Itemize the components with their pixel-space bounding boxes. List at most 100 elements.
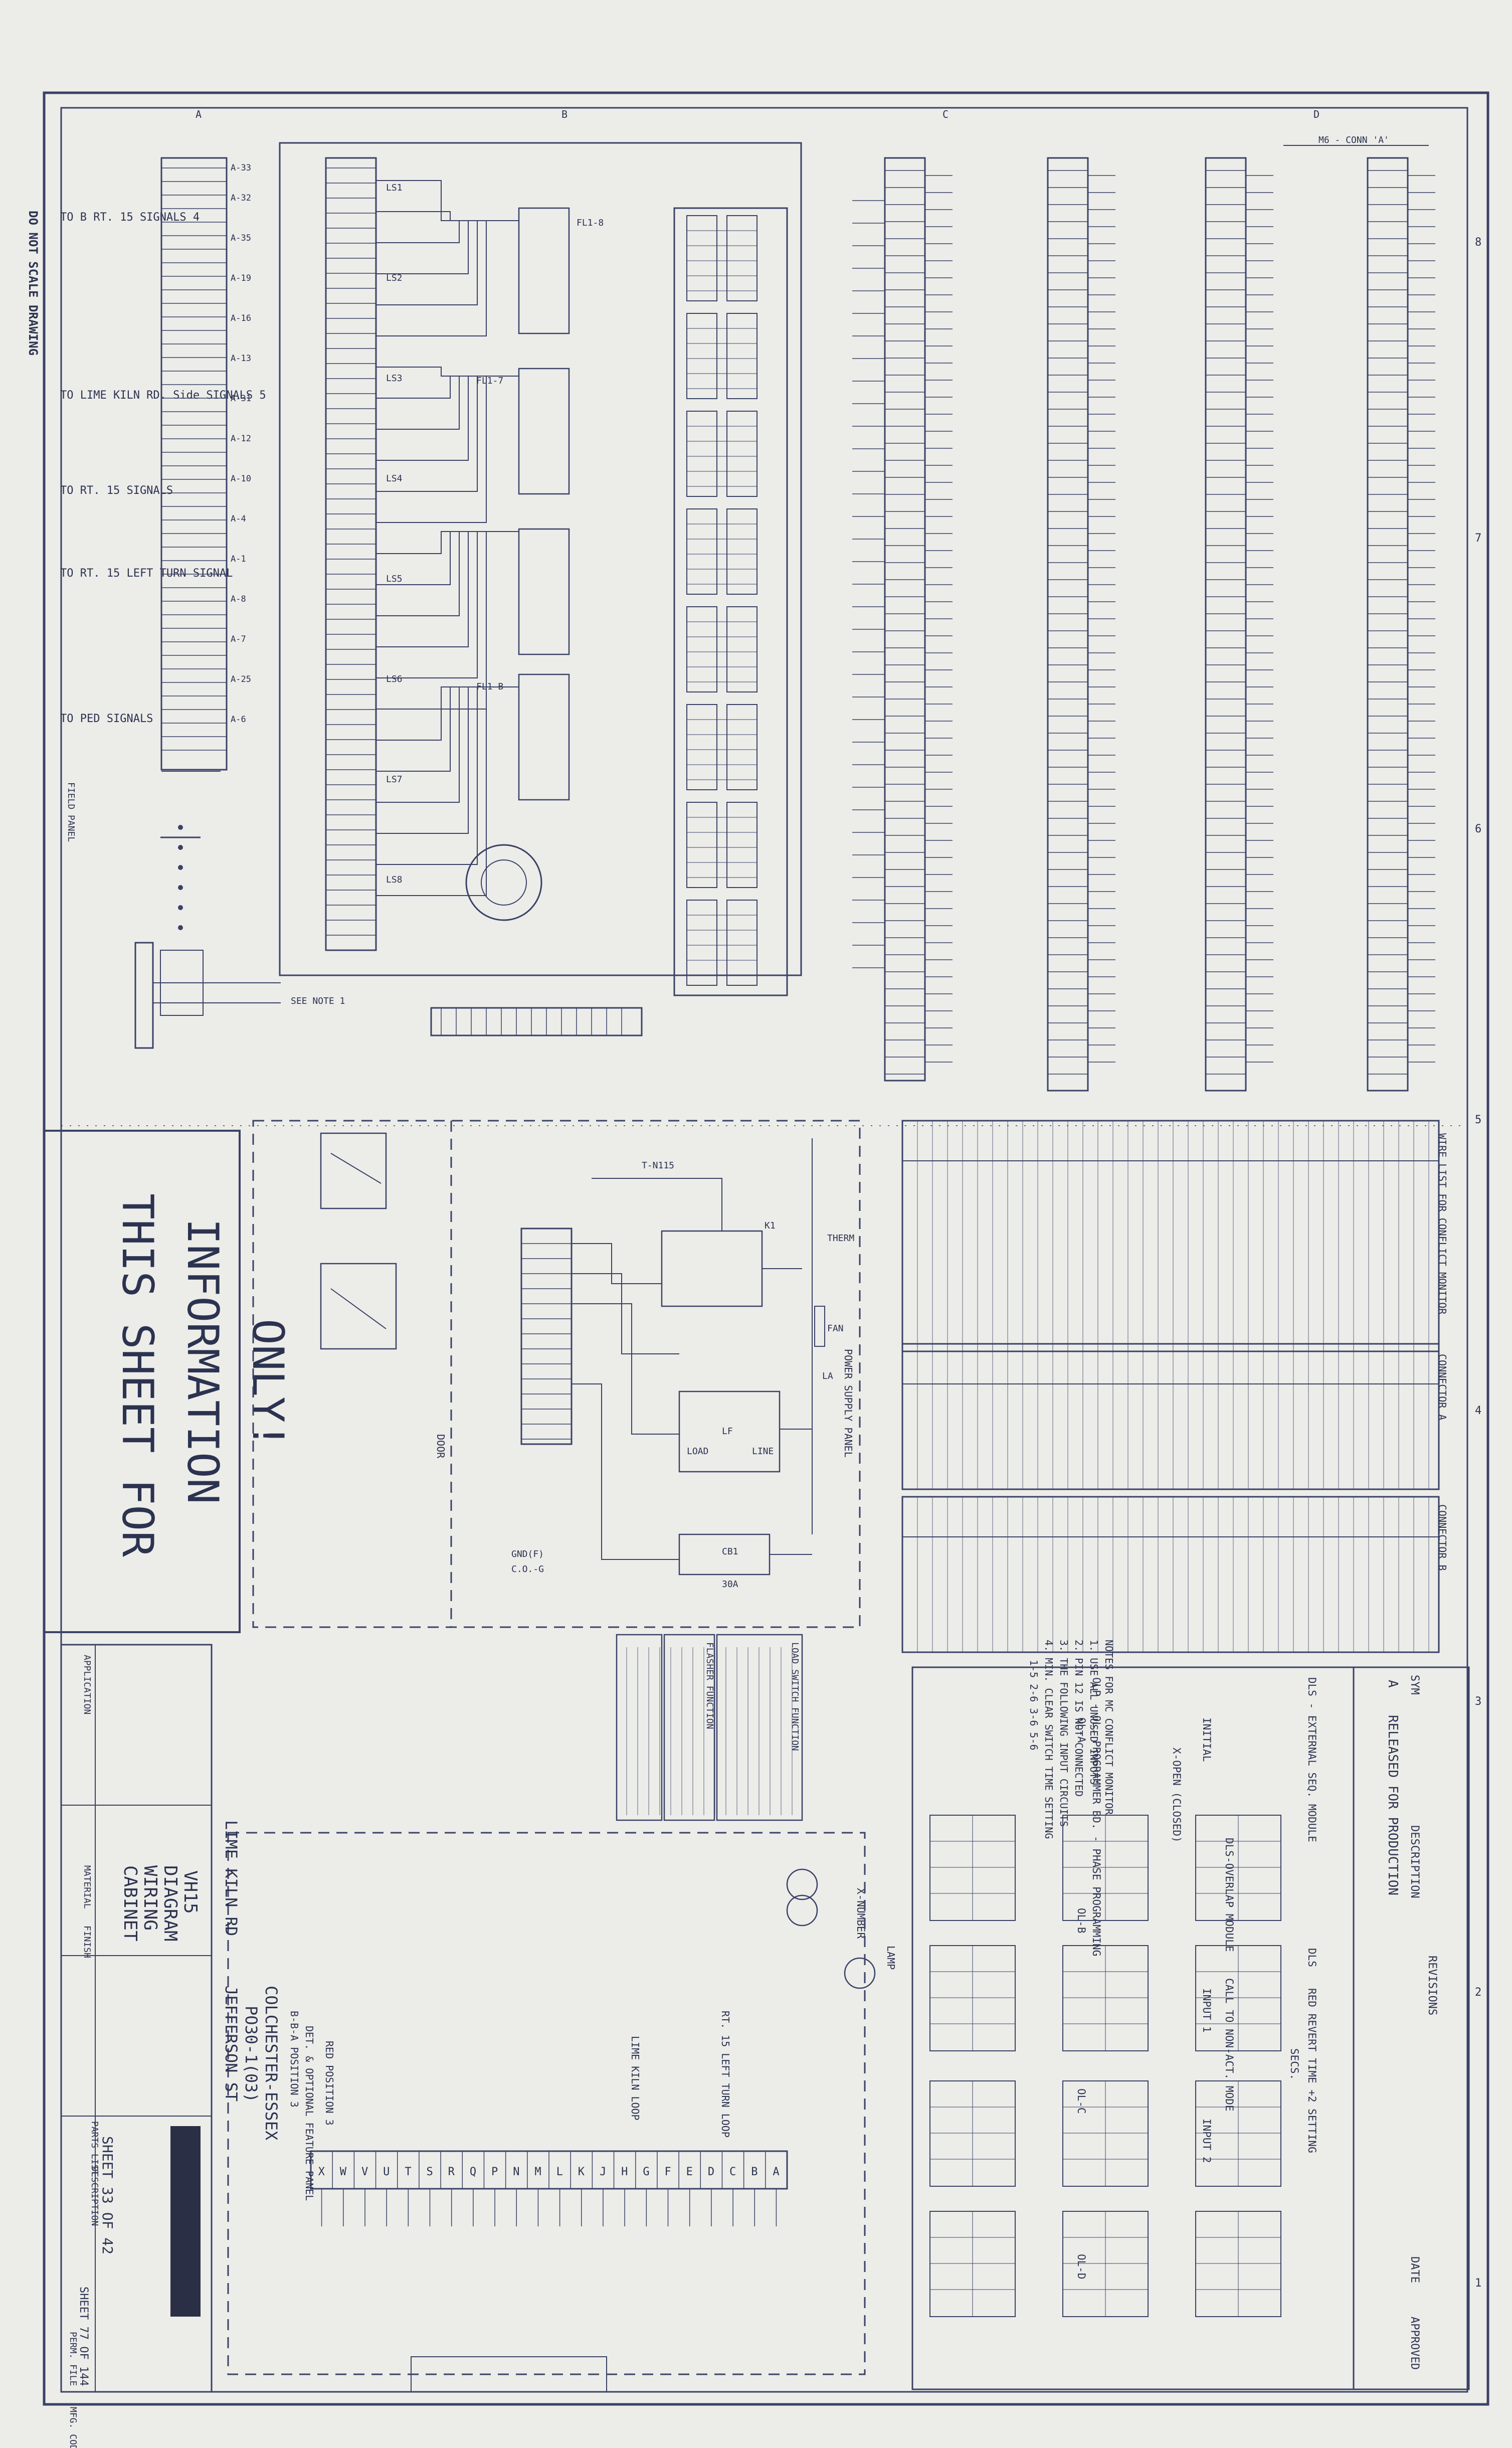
terminal-ref: A-33 bbox=[231, 163, 251, 173]
terminal-strip-cd-rows bbox=[885, 170, 1435, 1075]
ps-label: C.O.-G bbox=[511, 1564, 544, 1575]
ps-label: CB1 bbox=[722, 1546, 738, 1557]
terminal-letter: Q bbox=[470, 2166, 476, 2178]
terminal-ref: A-25 bbox=[231, 674, 251, 684]
revision-desc: RELEASED FOR PRODUCTION bbox=[1385, 1715, 1400, 1895]
terminal-refs-a: A-33 A-32 A-35 A-19 A-16 A-13 A-31 A-12 … bbox=[231, 163, 251, 725]
terminal-ref: A-35 bbox=[231, 233, 251, 243]
door-switch-1 bbox=[320, 1132, 387, 1209]
route-label: B-B-A POSITION 3 bbox=[288, 2011, 300, 2108]
note-line: 2. PIN 12 IS NOT CONNECTED bbox=[1073, 1640, 1085, 1797]
column-c-terminal-rows bbox=[852, 200, 885, 968]
dls-overlap: DLS-OVERLAP MODULE bbox=[1223, 1838, 1235, 1952]
zone-number-4: 4 bbox=[1475, 1405, 1481, 1417]
terminal-letter: L bbox=[556, 2166, 563, 2178]
conn-a-label: M6 - CONN 'A' bbox=[1318, 135, 1389, 145]
load-switch-socket bbox=[726, 411, 758, 497]
inner-border bbox=[60, 107, 1468, 2393]
frame-bottom-strip bbox=[430, 1007, 643, 1036]
load-switch-bay bbox=[673, 207, 788, 996]
tb-perm-file: PERM. FILE bbox=[68, 2332, 78, 2386]
zone-letter-c: C bbox=[942, 108, 949, 120]
harness-wires bbox=[376, 180, 519, 896]
stamp-box bbox=[411, 2356, 607, 2392]
signal-label-left-turn: TO RT. 15 LEFT TURN SIGNAL bbox=[60, 567, 233, 580]
zone-number-8: 8 bbox=[1475, 236, 1481, 249]
ls-code: LS5 bbox=[386, 574, 403, 584]
route-label: LIME KILN LOOP bbox=[629, 2036, 641, 2121]
tb-application: APPLICATION bbox=[82, 1655, 92, 1714]
terminal-letter: G bbox=[643, 2166, 649, 2178]
dls-x-number: X-NUMBER bbox=[855, 1888, 867, 1939]
flasher-relay-4 bbox=[518, 673, 570, 801]
ps-label: T-N115 bbox=[642, 1160, 674, 1171]
ground-bus bbox=[160, 825, 201, 930]
terminal-letter: X bbox=[318, 2166, 325, 2178]
field-panel-label: FIELD PANEL bbox=[66, 782, 76, 842]
dls-call-to-nonact: CALL TO NON-ACT. MODE bbox=[1223, 1978, 1235, 2112]
zone-number-1: 1 bbox=[1475, 2277, 1481, 2290]
info-notice-line-2: INFORMATION bbox=[177, 1218, 228, 1504]
zone-letter-b: B bbox=[561, 108, 568, 120]
ps-label: LOAD bbox=[687, 1446, 708, 1457]
tb-title-line: DIAGRAM bbox=[160, 1865, 180, 1942]
terminal-ref: A-1 bbox=[231, 554, 246, 564]
terminal-letter: F bbox=[665, 2166, 671, 2178]
zone-letter-a: A bbox=[196, 108, 202, 120]
flasher-relay-1 bbox=[518, 207, 570, 334]
terminal-letter: C bbox=[729, 2166, 736, 2178]
revisions-title: REVISIONS bbox=[1426, 1956, 1438, 2015]
route-label: RT. 15 LEFT TURN LOOP bbox=[719, 2011, 731, 2138]
title-block-location: COLCHESTER-ESSEX PO30-1(03) LIME KILN RD… bbox=[222, 1820, 281, 2140]
title-block-dark-bar bbox=[170, 2126, 201, 2317]
load-switch-socket bbox=[686, 900, 717, 986]
tb-description: DESCRIPTION bbox=[89, 2166, 100, 2226]
note-line: 1. USE ALL UNUSED INPUTS bbox=[1088, 1640, 1100, 1785]
zone-numbers: 8 7 6 5 4 3 2 1 bbox=[1475, 236, 1481, 2290]
signal-label-rt15-2: TO RT. 15 SIGNALS bbox=[60, 484, 173, 497]
tb-finish: FINISH bbox=[82, 1926, 92, 1958]
load-switch-socket bbox=[686, 313, 717, 399]
frame-bottom-terminals bbox=[441, 1008, 622, 1035]
revision-sym: A bbox=[1385, 1680, 1400, 1688]
terminal-letter: J bbox=[600, 2166, 606, 2178]
revisions-block bbox=[1353, 1666, 1470, 2390]
signal-label-lime-kiln: TO LIME KILN RD. Side SIGNALS 5 bbox=[60, 389, 266, 402]
terminal-letter: S bbox=[427, 2166, 433, 2178]
dip-switch-grids bbox=[929, 1815, 1281, 2317]
ls-code: LS2 bbox=[386, 273, 403, 283]
see-note-label: SEE NOTE 1 bbox=[291, 996, 345, 1006]
door-terminal-strip bbox=[520, 1228, 573, 1445]
zone-number-3: 3 bbox=[1475, 1695, 1481, 1708]
dls-programmer-title: OLP - OL. PROGRAMMER BD. - PHASE PROGRAM… bbox=[1090, 1677, 1102, 1956]
detector-panel-outline bbox=[227, 1832, 866, 2375]
ls-code: LS1 bbox=[386, 183, 403, 193]
revisions-desc-col: DESCRIPTION bbox=[1408, 1825, 1421, 1898]
ps-label: GND(F) bbox=[511, 1549, 544, 1559]
info-notice-text: THIS SHEET FOR INFORMATION ONLY! bbox=[112, 1193, 293, 1557]
notes-title: NOTES FOR MC CONFLICT MONITOR bbox=[1103, 1640, 1115, 1815]
wire-list-table-c bbox=[901, 1496, 1440, 1653]
lamp-label: LAMP bbox=[885, 1946, 897, 1970]
load-switch-socket bbox=[686, 215, 717, 301]
ps-label: LA bbox=[822, 1371, 833, 1381]
ls-code: LS7 bbox=[386, 774, 403, 785]
zone-number-6: 6 bbox=[1475, 823, 1481, 835]
dls-ol-d: OL-D bbox=[1075, 2254, 1087, 2280]
dls-input-2: INPUT 2 bbox=[1201, 2119, 1213, 2163]
dls-ol-c: OL-C bbox=[1075, 2088, 1087, 2114]
ps-label: THERM bbox=[827, 1233, 854, 1244]
terminal-ref: A-7 bbox=[231, 634, 246, 644]
extra-function-table bbox=[616, 1634, 663, 1821]
title-block-left bbox=[60, 1644, 213, 2393]
load-switch-socket bbox=[686, 606, 717, 692]
door-label: DOOR bbox=[435, 1434, 447, 1459]
table-b-title: CONNECTOR A bbox=[1436, 1354, 1448, 1420]
signal-label-rt15: TO B RT. 15 SIGNALS 4 bbox=[60, 211, 200, 224]
terminal-letter: D bbox=[708, 2166, 714, 2178]
detector-labels: DET. & OPTIONAL FEATURE PANEL RT. 15 LEF… bbox=[288, 1946, 897, 2201]
dls-x-open: X-OPEN (CLOSED) bbox=[1171, 1747, 1183, 1843]
tb-location-line: LIME KILN RD bbox=[222, 1820, 241, 1936]
dls-title: DLS - EXTERNAL SEQ. MODULE bbox=[1306, 1677, 1318, 1842]
